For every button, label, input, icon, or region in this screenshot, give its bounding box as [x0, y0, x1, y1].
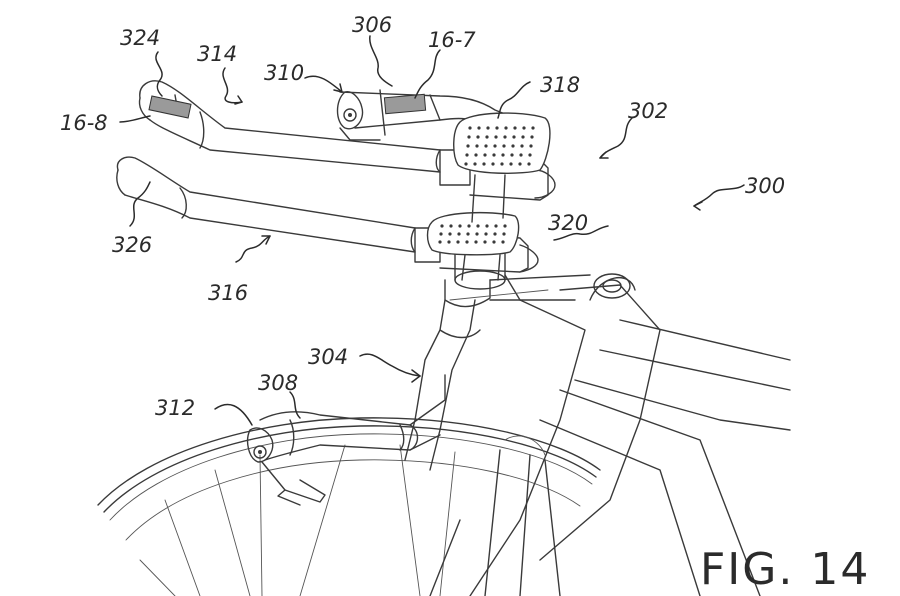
pad-perforation [528, 153, 532, 157]
pad-stack [461, 174, 506, 281]
pad-perforation [512, 135, 516, 139]
pad-perforation [485, 224, 489, 228]
label-16-7: 16-7 [428, 28, 476, 52]
pad-perforation [531, 126, 535, 130]
figure-caption: FIG. 14 [700, 544, 870, 595]
pad-perforation [494, 135, 498, 139]
pad-perforation [486, 126, 490, 130]
base-bar [246, 374, 446, 506]
pad-perforation [476, 224, 480, 228]
arm-pad-320 [426, 211, 520, 256]
label-310: 310 [264, 61, 304, 85]
upper-extension [138, 80, 556, 201]
pad-perforation [492, 153, 496, 157]
pad-perforation [491, 162, 495, 166]
pad-perforation [521, 135, 525, 139]
frame [429, 273, 791, 596]
pad-perforation [492, 240, 496, 244]
pad-perforation [448, 232, 452, 236]
pad-perforation [449, 224, 453, 228]
label-302: 302 [628, 99, 668, 123]
front-wheel [97, 417, 601, 596]
pad-perforation [483, 153, 487, 157]
pad-perforation [511, 144, 515, 148]
pad-perforation [527, 162, 531, 166]
pad-perforation [475, 144, 479, 148]
pad-perforation [484, 144, 488, 148]
pad-perforation [530, 135, 534, 139]
pad-perforation [510, 153, 514, 157]
label-312: 312 [155, 396, 195, 420]
pad-perforation [457, 232, 461, 236]
stem [404, 249, 591, 471]
pad-perforation [466, 232, 470, 236]
pad-perforation [529, 144, 533, 148]
pad-perforation [502, 144, 506, 148]
label-324: 324 [120, 26, 160, 50]
pad-perforation [504, 126, 508, 130]
pad-perforation [477, 126, 481, 130]
pad-perforation [509, 162, 513, 166]
pad-perforation [482, 162, 486, 166]
pad-perforation [447, 240, 451, 244]
pad-perforation [474, 240, 478, 244]
label-16-8: 16-8 [60, 111, 108, 135]
pad-perforation [520, 144, 524, 148]
pad-perforation [439, 232, 443, 236]
pad-perforation [519, 153, 523, 157]
pad-perforation [500, 162, 504, 166]
pad-perforation [475, 232, 479, 236]
pad-perforation [502, 232, 506, 236]
pad-perforation [501, 240, 505, 244]
pad-perforation [494, 224, 498, 228]
pad-perforation [464, 162, 468, 166]
pad-perforation [485, 135, 489, 139]
pad-perforation [493, 144, 497, 148]
pad-perforation [456, 240, 460, 244]
leader-lines [119, 35, 745, 426]
pad-perforation [438, 240, 442, 244]
pad-perforation [513, 126, 517, 130]
label-314: 314 [197, 42, 237, 66]
pad-perforation [458, 224, 462, 228]
label-308: 308 [258, 371, 298, 395]
sensor-16-7 [383, 93, 427, 115]
arm-pad-318 [453, 112, 551, 174]
pad-perforation [503, 135, 507, 139]
pad-perforation [465, 153, 469, 157]
pad-perforation [467, 135, 471, 139]
label-300: 300 [745, 174, 785, 198]
sensor-16-8 [148, 95, 192, 119]
label-320: 320 [548, 211, 588, 235]
pad-perforation [493, 232, 497, 236]
pad-perforation [467, 224, 471, 228]
pad-perforation [466, 144, 470, 148]
pad-perforation [473, 162, 477, 166]
pad-perforation [474, 153, 478, 157]
pad-perforation [501, 153, 505, 157]
label-306: 306 [352, 13, 392, 37]
pad-perforation [484, 232, 488, 236]
pad-perforation [503, 224, 507, 228]
label-326: 326 [112, 233, 152, 257]
label-316: 316 [208, 281, 248, 305]
label-304: 304 [308, 345, 348, 369]
reference-labels: 324 314 310 306 16-7 318 16-8 302 300 32… [60, 13, 785, 420]
pad-perforation [495, 126, 499, 130]
pad-perforation [518, 162, 522, 166]
pad-perforation [468, 126, 472, 130]
lower-extension [116, 156, 539, 273]
pad-perforation [465, 240, 469, 244]
pad-perforation [440, 224, 444, 228]
pad-perforation [476, 135, 480, 139]
label-318: 318 [540, 73, 580, 97]
pad-perforation [483, 240, 487, 244]
pad-perforation [522, 126, 526, 130]
